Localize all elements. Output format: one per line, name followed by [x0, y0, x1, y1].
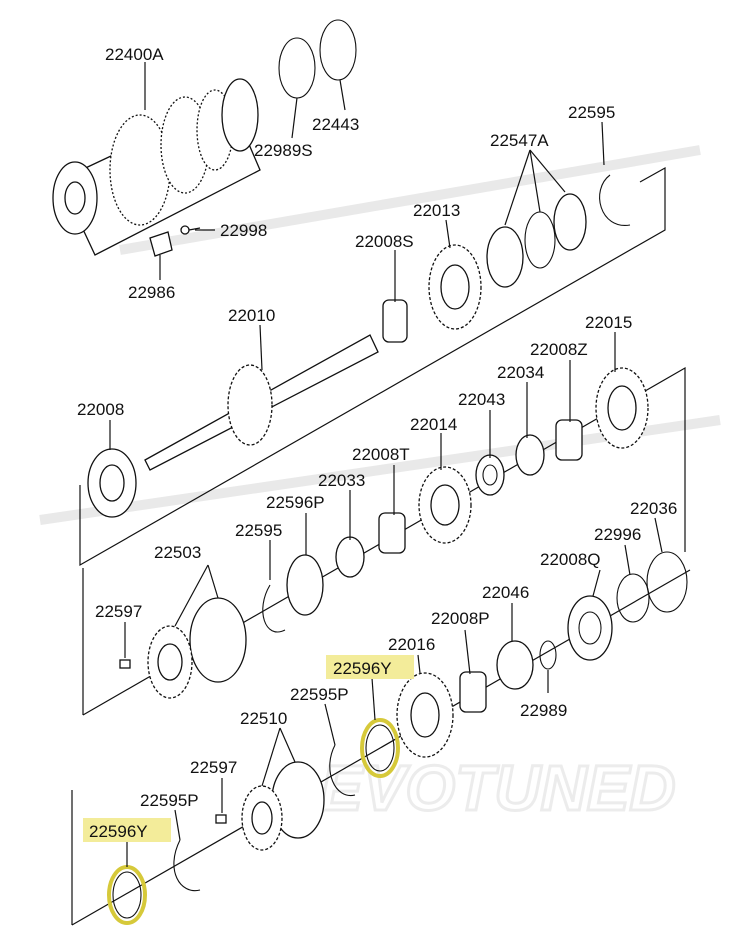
- part-22510-synchro-assembly: [241, 761, 325, 851]
- label-22596Y-b: 22596Y: [89, 822, 148, 841]
- part-22547A-synchro-rings: [486, 193, 587, 288]
- part-22996-snap-ring: [616, 573, 650, 623]
- part-22014-gear: [418, 466, 472, 544]
- label-22008T: 22008T: [352, 445, 410, 464]
- part-22989S-snap-ring: [278, 37, 316, 99]
- part-22596P-synchro-ring: [286, 554, 324, 616]
- part-22443-ring: [319, 19, 357, 81]
- part-22986-plate: [149, 231, 173, 257]
- label-22036: 22036: [630, 499, 677, 518]
- label-22595P-a: 22595P: [290, 685, 349, 704]
- part-22013-gear: [428, 244, 482, 330]
- label-22595P-b: 22595P: [140, 791, 199, 810]
- part-22008P-needle-bearing: [459, 671, 487, 713]
- label-22014: 22014: [410, 415, 457, 434]
- part-22595P-clip-b: [173, 839, 201, 892]
- label-22010: 22010: [228, 306, 275, 325]
- part-22034-collar: [515, 434, 545, 476]
- part-22008Z-needle-bearing: [555, 419, 583, 461]
- part-22008S-needle-bearing: [382, 299, 408, 343]
- label-22998: 22998: [220, 221, 267, 240]
- part-22010-mainshaft: [144, 334, 379, 471]
- part-22016-gear: [396, 672, 454, 758]
- part-22400A-countershaft: [52, 78, 261, 256]
- watermark-logo: EVOTUNED: [39, 145, 721, 826]
- label-22046: 22046: [482, 583, 529, 602]
- label-22008P: 22008P: [431, 609, 490, 628]
- label-22503: 22503: [154, 543, 201, 562]
- part-22597-key-a: [119, 659, 131, 669]
- part-22998-bolt: [180, 225, 201, 235]
- part-22008T-needle-bearing: [378, 512, 406, 554]
- label-22008Q: 22008Q: [540, 550, 601, 569]
- part-22596Y-synchro-ring-a: [360, 718, 400, 778]
- label-22989S: 22989S: [254, 141, 313, 160]
- label-22595: 22595: [568, 103, 615, 122]
- part-22015-gear: [595, 367, 649, 449]
- part-22595P-clip-a: [329, 744, 356, 797]
- label-22443: 22443: [312, 115, 359, 134]
- part-22043-washer: [475, 454, 505, 496]
- label-22547A: 22547A: [490, 131, 549, 150]
- label-22996: 22996: [594, 525, 641, 544]
- part-22036-ring: [646, 551, 688, 613]
- label-22033: 22033: [318, 471, 365, 490]
- label-22596P: 22596P: [266, 493, 325, 512]
- label-22043: 22043: [458, 390, 505, 409]
- label-22596Y-a: 22596Y: [333, 659, 392, 678]
- svg-text:EVOTUNED: EVOTUNED: [320, 752, 676, 824]
- label-22034: 22034: [497, 363, 544, 382]
- label-22015: 22015: [585, 313, 632, 332]
- label-22008S: 22008S: [355, 232, 414, 251]
- label-22016: 22016: [388, 635, 435, 654]
- label-22510: 22510: [240, 709, 287, 728]
- part-22008Q-bearing: [567, 595, 613, 661]
- part-22597-key-b: [215, 814, 227, 824]
- label-22013: 22013: [413, 201, 460, 220]
- label-22986: 22986: [128, 283, 175, 302]
- label-22597-a: 22597: [95, 602, 142, 621]
- label-22008Z: 22008Z: [530, 340, 588, 359]
- part-22033-collar: [335, 536, 365, 578]
- label-22595-b: 22595: [235, 521, 282, 540]
- leader-lines: [109, 62, 663, 867]
- part-22595-clip-a: [599, 174, 631, 226]
- highlight-22596Y-b: [83, 818, 171, 842]
- label-22008: 22008: [77, 400, 124, 419]
- label-22400A: 22400A: [105, 45, 164, 64]
- part-22596Y-synchro-ring-b: [107, 865, 147, 925]
- part-22046-collar: [496, 640, 534, 690]
- label-22989: 22989: [520, 701, 567, 720]
- part-22008-bearing: [87, 448, 137, 518]
- part-22595-clip-b: [262, 584, 286, 633]
- part-22503-synchro-assembly: [147, 597, 247, 699]
- highlight-22596Y-a: [326, 655, 414, 679]
- part-22989-snap-ring: [539, 640, 557, 670]
- label-22597-b: 22597: [190, 758, 237, 777]
